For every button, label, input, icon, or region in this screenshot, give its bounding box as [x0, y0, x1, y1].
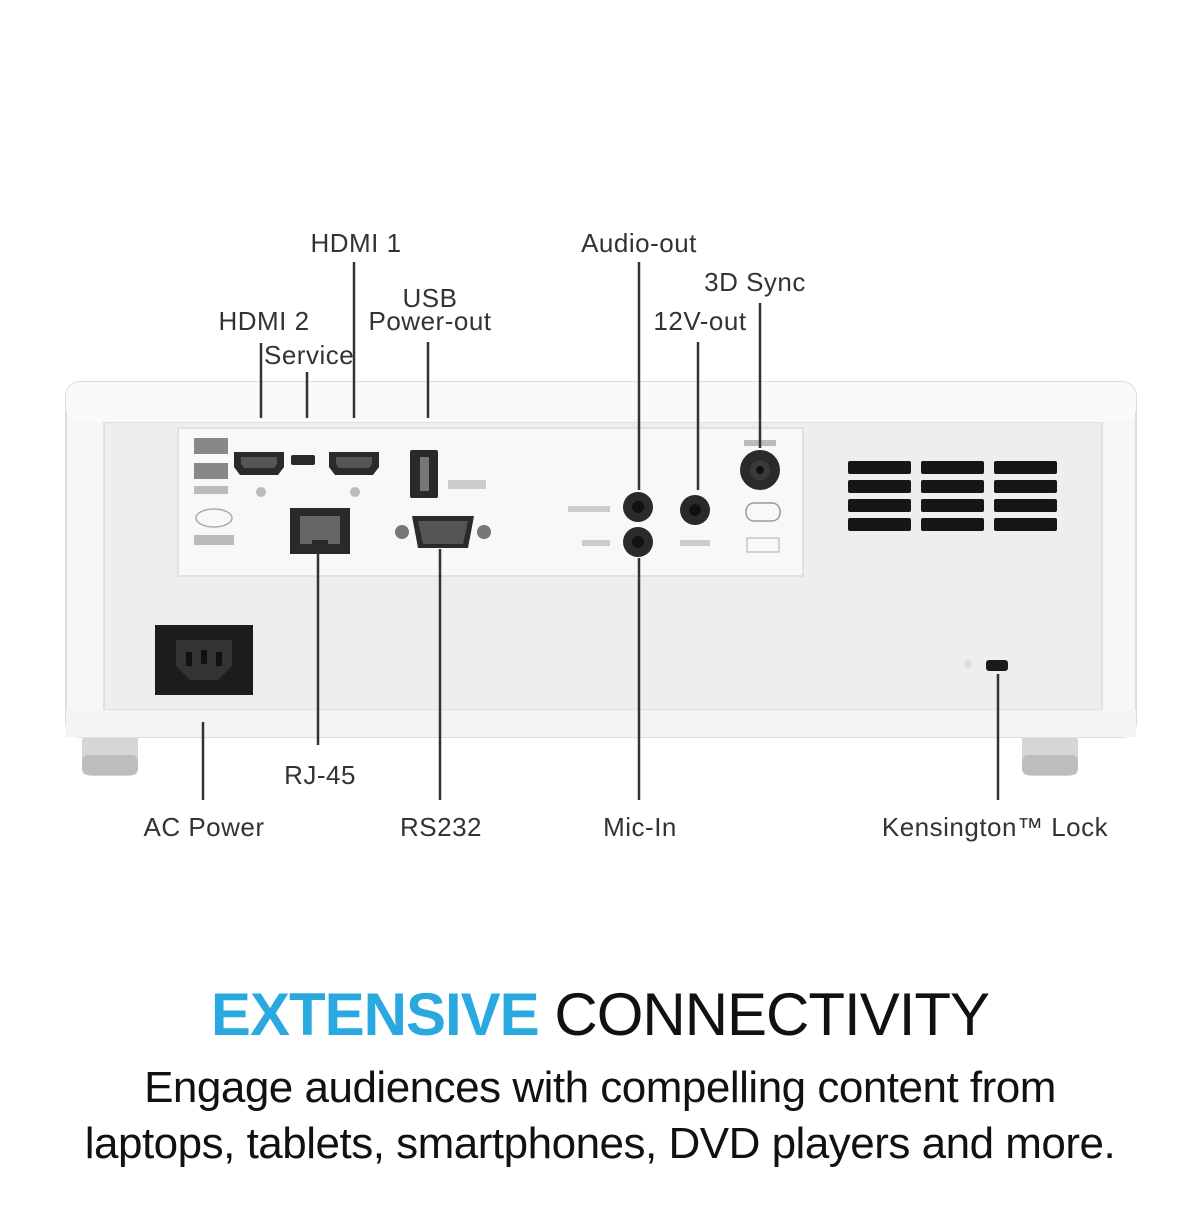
rj45-port-icon: [290, 508, 350, 554]
io-panel: [177, 427, 804, 577]
hdmi-port-icon: [329, 452, 379, 497]
label-hdmi1: HDMI 1: [310, 228, 402, 258]
label-3d-sync: 3D Sync: [704, 267, 806, 297]
subtext-line2: laptops, tablets, smartphones, DVD playe…: [84, 1119, 1116, 1168]
micro-usb-service-port: [291, 455, 315, 465]
sync-port-icon: [740, 450, 780, 490]
power-inlet-icon: [155, 625, 253, 695]
usb-port-icon: [410, 450, 486, 498]
audio-jack-icon: [623, 492, 710, 557]
label-ac-power: AC Power: [143, 812, 265, 842]
vent-grille: [848, 461, 1057, 531]
label-mic-in: Mic-In: [603, 812, 677, 842]
label-service: Service: [264, 340, 355, 370]
label-usb-line1: USB: [402, 283, 458, 313]
callout-lines: [201, 262, 1000, 800]
headline-rest: CONNECTIVITY: [538, 981, 990, 1048]
kensington-slot-icon: [964, 660, 1008, 671]
label-hdmi2: HDMI 2: [218, 306, 310, 336]
label-kensington-lock: Kensington™ Lock: [881, 812, 1109, 842]
subtext-line1: Engage audiences with compelling content…: [144, 1063, 1056, 1112]
label-usb-line2: Power-out: [368, 306, 492, 336]
headline: EXTENSIVE CONNECTIVITY: [0, 985, 1200, 1045]
headline-accent: EXTENSIVE: [210, 981, 540, 1048]
label-rs232: RS232: [400, 812, 482, 842]
label-rj45: RJ-45: [284, 760, 356, 790]
label-12v-out: 12V-out: [653, 306, 747, 336]
hdmi-port-icon: [234, 452, 284, 497]
label-audio-out: Audio-out: [581, 228, 697, 258]
db9-port-icon: [395, 516, 491, 548]
